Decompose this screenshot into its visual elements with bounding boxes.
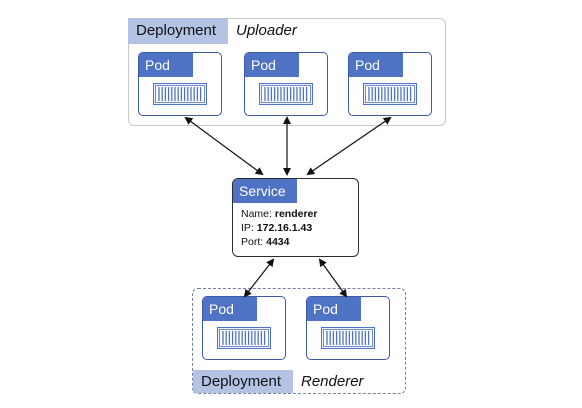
pod-label: Pod [245, 53, 299, 77]
service-ip-row: IP: 172.16.1.43 [241, 222, 312, 235]
renderer-deployment-tag: Deployment [193, 370, 293, 393]
service-name-value: renderer [274, 208, 318, 220]
renderer-pod-2: Pod [306, 296, 390, 360]
pod-label: Pod [203, 297, 257, 321]
service-port-label: Port: [241, 236, 264, 248]
service-name-row: Name: renderer [241, 208, 317, 221]
uploader-deployment-name: Uploader [236, 22, 297, 39]
container-icon [258, 82, 314, 106]
service-name-label: Name: [241, 208, 272, 220]
container-icon [320, 326, 376, 350]
container-icon [216, 326, 272, 350]
uploader-pod-3: Pod [348, 52, 432, 116]
renderer-pod-1: Pod [202, 296, 286, 360]
service-port-row: Port: 4434 [241, 236, 289, 249]
service-ip-value: 172.16.1.43 [256, 222, 313, 234]
service-port-value: 4434 [266, 236, 290, 248]
service-ip-label: IP: [241, 222, 254, 234]
uploader-deployment-tag: Deployment [128, 18, 228, 44]
container-icon [362, 82, 418, 106]
pod-label: Pod [307, 297, 361, 321]
pod-label: Pod [349, 53, 403, 77]
container-icon [152, 82, 208, 106]
arrow-uploader-pod-3-service [306, 116, 392, 176]
arrow-uploader-pod-1-service [184, 116, 264, 176]
uploader-pod-1: Pod [138, 52, 222, 116]
uploader-pod-2: Pod [244, 52, 328, 116]
renderer-deployment-name: Renderer [301, 373, 364, 390]
service-box: Service Name: renderer IP: 172.16.1.43 P… [232, 178, 359, 257]
pod-label: Pod [139, 53, 193, 77]
service-title: Service [233, 179, 297, 203]
